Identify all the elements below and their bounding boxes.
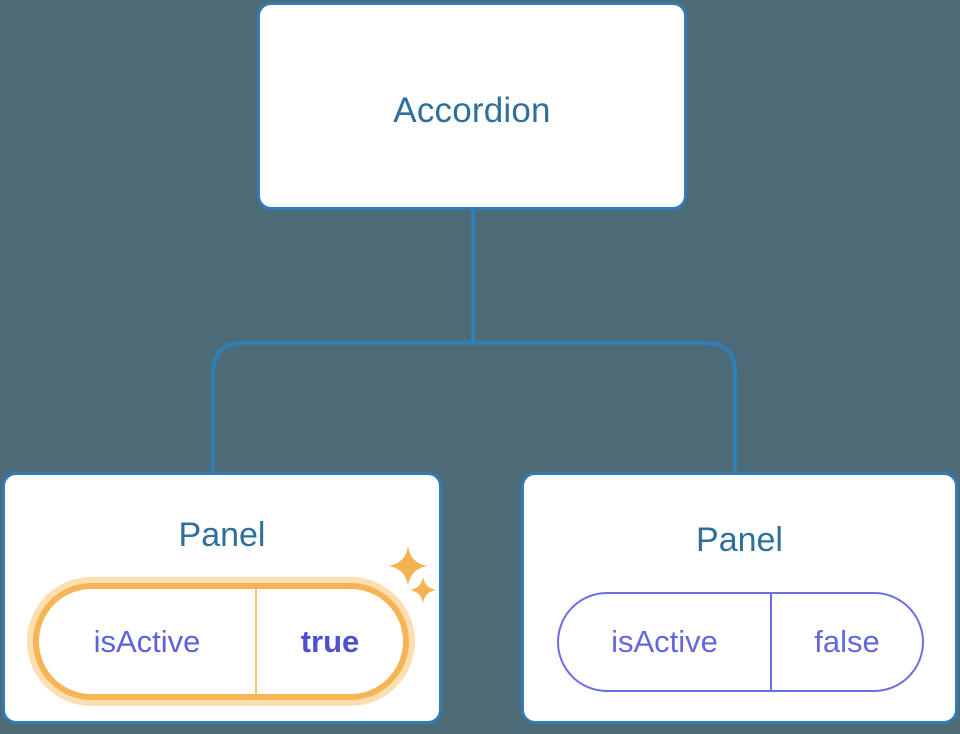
- prop-pill-isactive-false[interactable]: isActive false: [557, 592, 924, 692]
- edge-bracket-left: [211, 341, 473, 472]
- prop-value: false: [814, 624, 880, 659]
- node-panel-active-label: Panel: [178, 516, 266, 554]
- node-panel-inactive-label: Panel: [696, 521, 783, 559]
- sparkle-icon: [409, 576, 437, 604]
- prop-value: true: [300, 623, 360, 659]
- edge-bracket-right: [473, 341, 737, 472]
- prop-key: isActive: [39, 589, 257, 694]
- node-accordion[interactable]: Accordion: [257, 2, 687, 210]
- node-accordion-label: Accordion: [393, 91, 551, 130]
- prop-key: isActive: [559, 594, 772, 690]
- prop-pill-isactive-true[interactable]: isActive true: [33, 583, 409, 700]
- sparkle-icon: [388, 546, 428, 586]
